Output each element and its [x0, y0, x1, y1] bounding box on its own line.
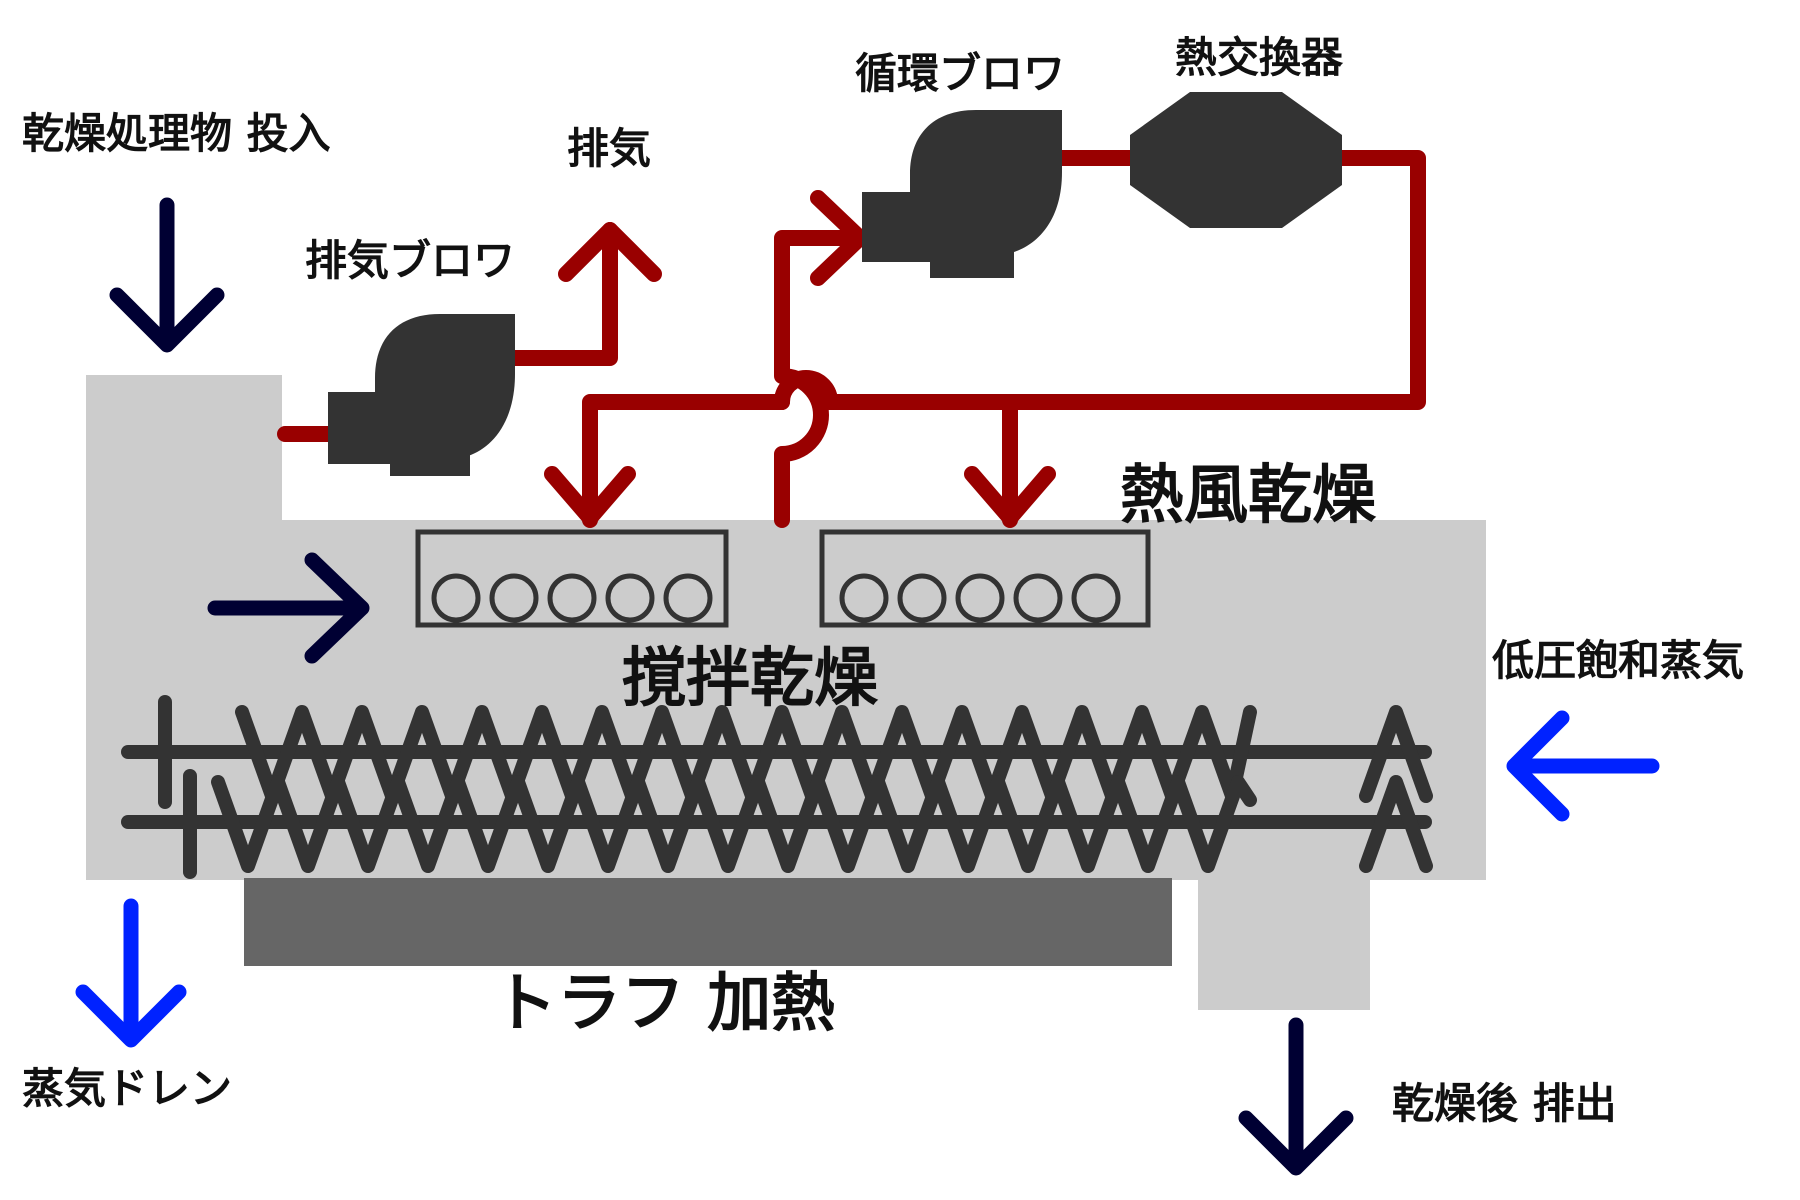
feed-input-label: 乾燥処理物 投入 [22, 109, 331, 158]
discharge-arrow [1238, 1017, 1354, 1176]
steam-inlet-arrow [1506, 710, 1660, 822]
tube [431, 573, 481, 623]
tube [489, 573, 539, 623]
circulation-arrowhead [810, 190, 868, 286]
tube [1013, 573, 1063, 623]
heat-exchanger-label: 熱交換器 [1175, 33, 1344, 82]
dried-discharge-label: 乾燥後 排出 [1392, 1079, 1617, 1128]
discharge-chute [1198, 875, 1370, 1010]
steam-drain-arrow [75, 898, 187, 1048]
tube-bank-left [415, 529, 729, 628]
low-pressure-steam-label: 低圧飽和蒸気 [1492, 636, 1744, 685]
feed-hopper [86, 375, 282, 525]
trough-heating-label: トラフ 加熱 [493, 967, 835, 1041]
supply-duct [582, 394, 790, 528]
agitation-drying-label: 撹拌乾燥 [622, 642, 879, 716]
exhaust-blower [328, 314, 515, 476]
tube [547, 573, 597, 623]
heat-exchanger [1130, 92, 1342, 228]
tube [897, 573, 947, 623]
circulation-blower-label: 循環ブロワ [855, 49, 1065, 98]
steam-arrows [75, 710, 1660, 1048]
tube [663, 573, 713, 623]
screw-agitators [121, 695, 1433, 879]
exhaust-arrowhead [558, 222, 662, 282]
supply-arrowhead-right [964, 466, 1056, 526]
lower-screw-end-flight [1359, 775, 1433, 873]
circulation-suction-duct [774, 230, 868, 528]
hot-air-duct [277, 150, 1426, 528]
exhaust-label: 排気 [567, 124, 651, 173]
tube [605, 573, 655, 623]
lower-screw-flight [211, 775, 1257, 873]
trough-heater [244, 878, 1172, 966]
labels: 乾燥処理物 投入 排気 排気ブロワ 循環ブロワ 熱交換器 熱風乾燥 撹拌乾燥 低… [22, 33, 1744, 1128]
flow-arrow [207, 552, 370, 664]
feed-arrow [109, 197, 225, 353]
circulation-blower [862, 110, 1062, 278]
tube [1071, 573, 1121, 623]
upper-screw-end-flight [1359, 705, 1433, 803]
tube-bank-right [819, 529, 1151, 628]
steam-drain-label: 蒸気ドレン [22, 1064, 232, 1113]
tube [839, 573, 889, 623]
tube [955, 573, 1005, 623]
hot-air-drying-label: 熱風乾燥 [1120, 459, 1377, 533]
exhaust-duct [507, 222, 618, 366]
exhaust-blower-label: 排気ブロワ [305, 236, 515, 285]
process-arrows [109, 197, 1354, 1176]
supply-arrowhead-left [544, 466, 636, 526]
